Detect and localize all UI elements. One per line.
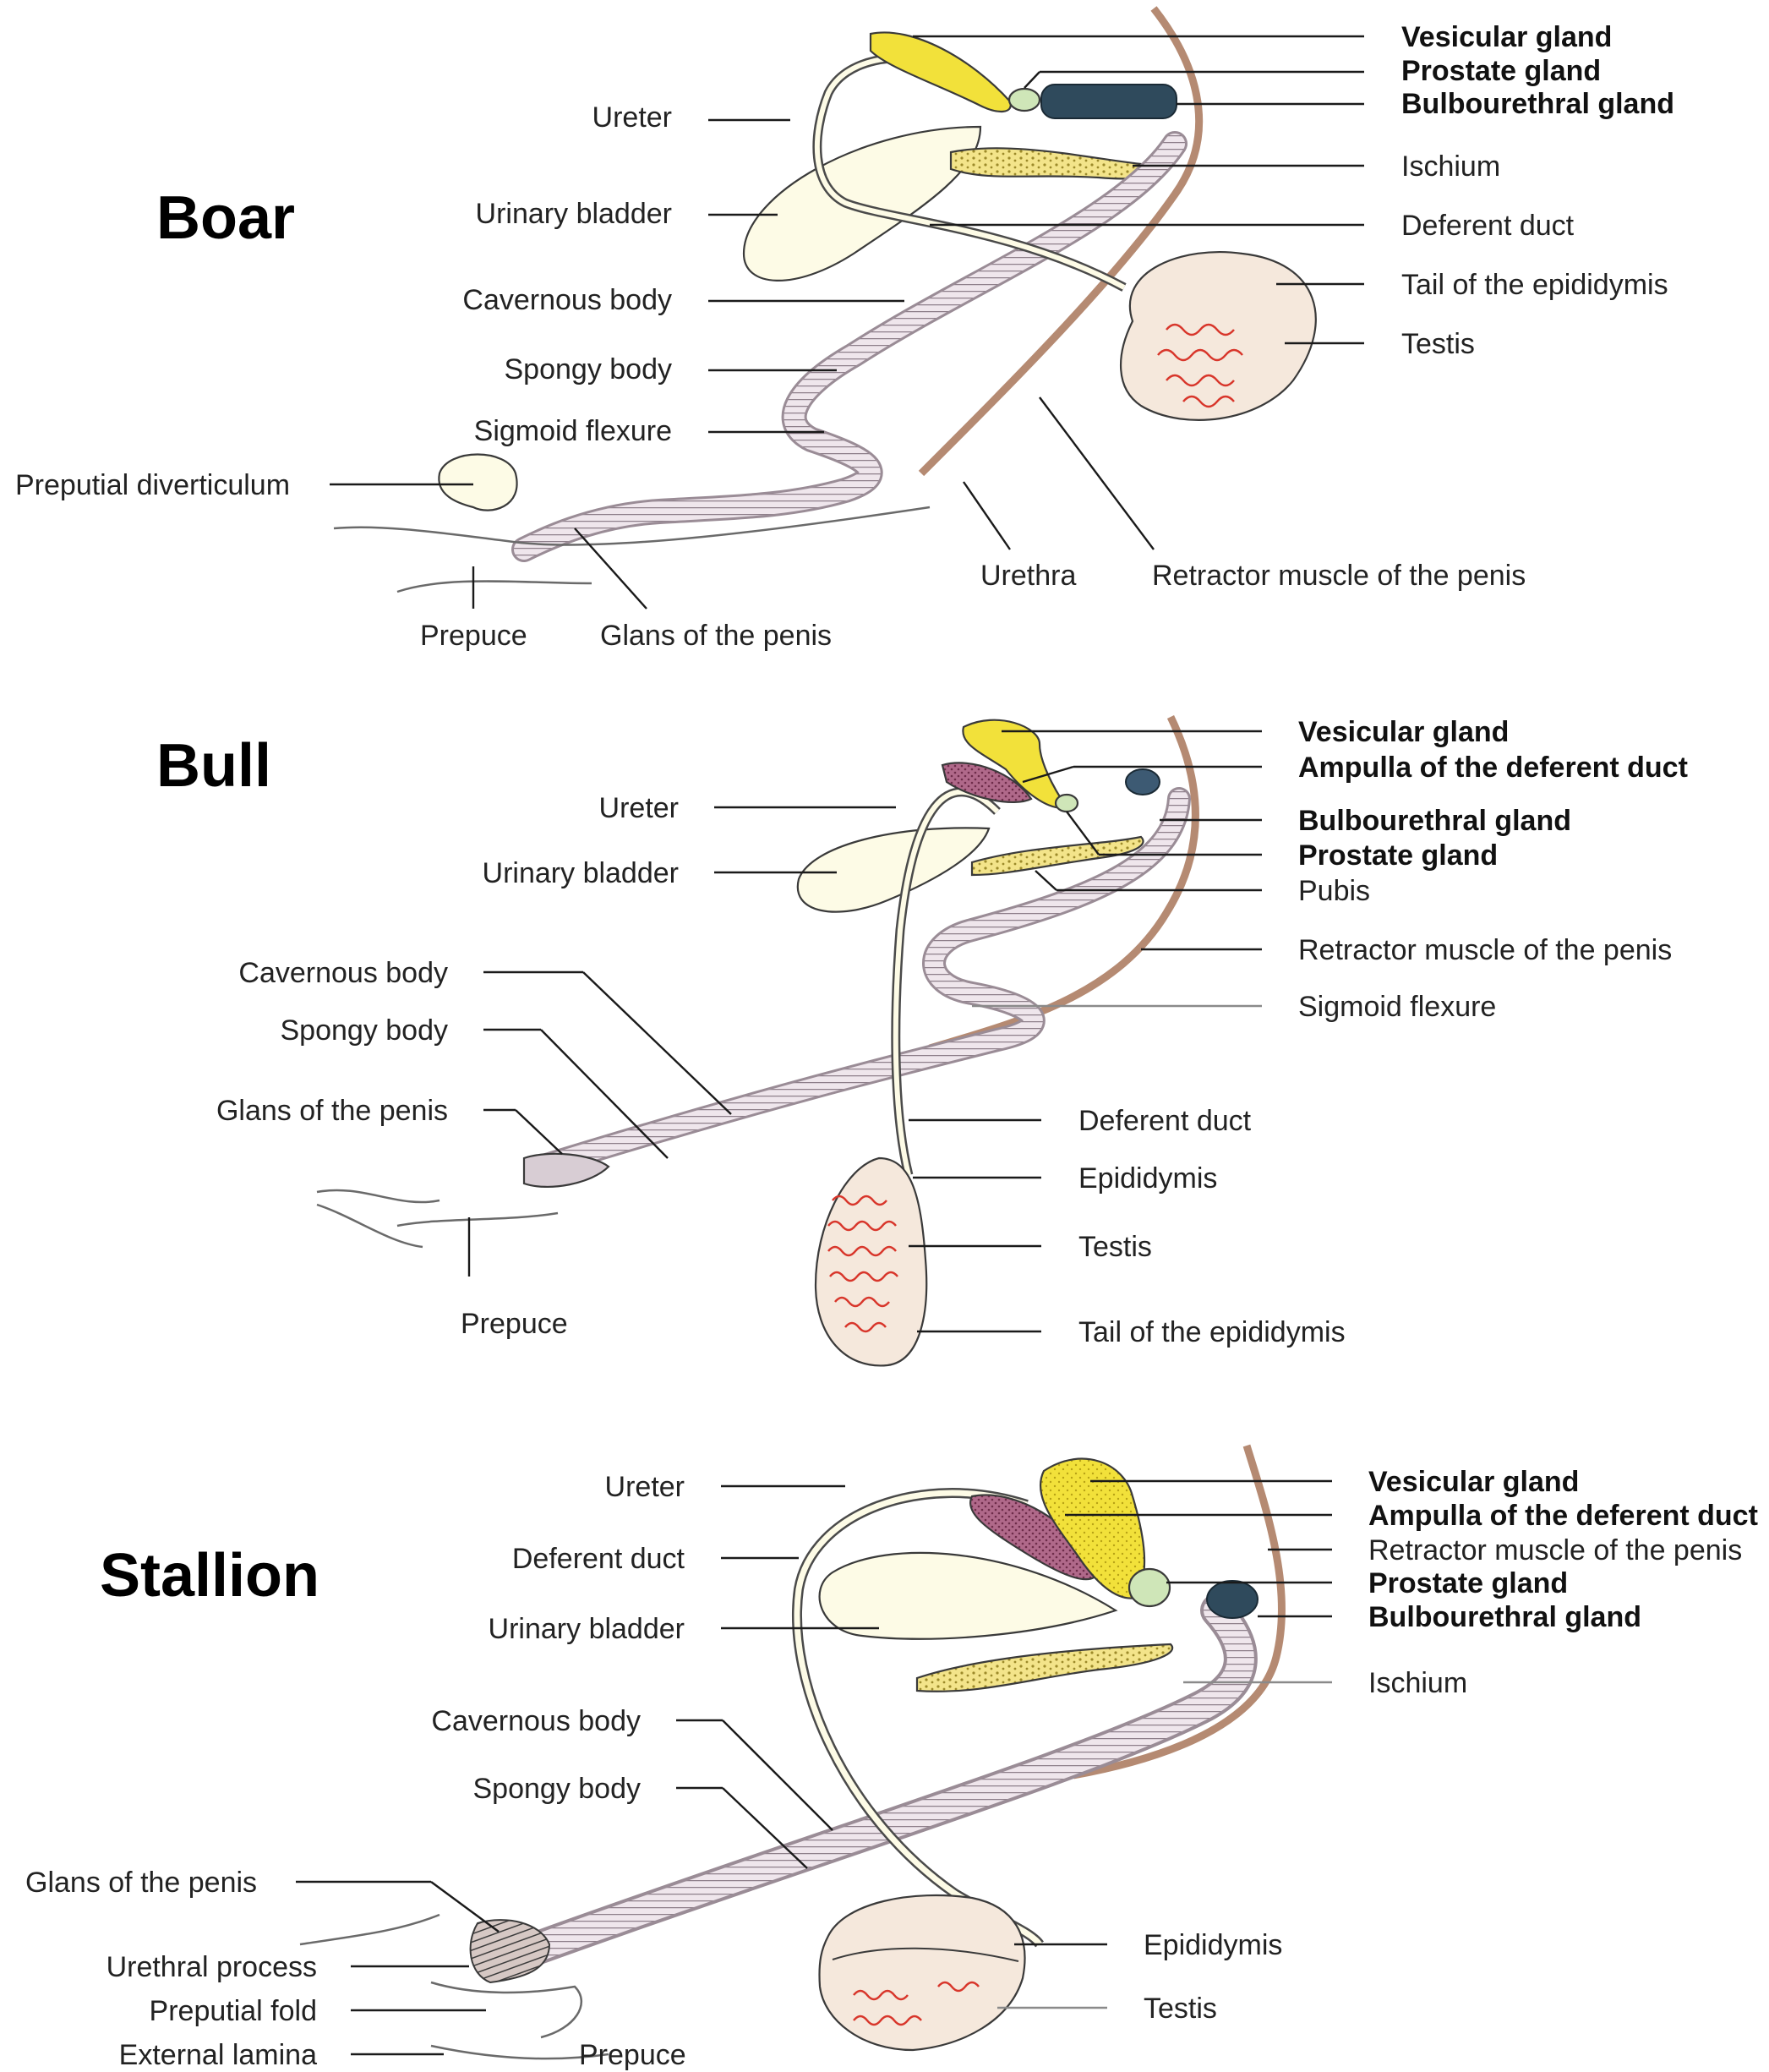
boar-bulbourethral-gland <box>1040 84 1177 119</box>
stallion-prepuce <box>299 1913 609 2060</box>
boar-label-ischium: Ischium <box>1401 150 1500 183</box>
bull-label-sigmoid-flexure: Sigmoid flexure <box>1298 991 1496 1023</box>
boar-ischium <box>949 147 1153 180</box>
stallion-prostate-gland <box>1127 1567 1171 1608</box>
bull-ampulla <box>941 762 1033 804</box>
stallion-testis <box>818 1894 1026 2052</box>
stallion-drawing <box>299 1444 1286 2060</box>
panel-boar: Boar <box>15 6 1674 652</box>
boar-testis <box>1119 251 1317 421</box>
boar-label-glans-of-penis: Glans of the penis <box>600 620 832 652</box>
boar-label-retractor-muscle: Retractor muscle of the penis <box>1152 560 1526 592</box>
stallion-label-epididymis: Epididymis <box>1144 1929 1282 1961</box>
bull-prepuce <box>316 1189 559 1249</box>
boar-label-cavernous-body: Cavernous body <box>462 284 672 316</box>
bull-label-prostate-gland: Prostate gland <box>1298 839 1498 872</box>
boar-prepuce <box>333 506 931 593</box>
bull-label-pubis: Pubis <box>1298 875 1370 907</box>
boar-preputial-diverticulum <box>438 453 518 511</box>
bull-label-retractor-muscle: Retractor muscle of the penis <box>1298 934 1672 966</box>
bull-prostate-gland <box>1054 793 1079 813</box>
stallion-label-bulbourethral-gland: Bulbourethral gland <box>1368 1601 1641 1633</box>
bull-label-ampulla: Ampulla of the deferent duct <box>1298 752 1688 784</box>
boar-label-bulbourethral-gland: Bulbourethral gland <box>1401 88 1674 120</box>
bull-urinary-bladder <box>796 827 991 913</box>
bull-label-spongy-body: Spongy body <box>281 1014 449 1047</box>
boar-vesicular-gland <box>869 31 1012 112</box>
panel-title-bull: Bull <box>156 732 271 800</box>
bull-testis <box>814 1156 928 1367</box>
boar-label-testis: Testis <box>1401 328 1475 360</box>
boar-label-preputial-diverticulum: Preputial diverticulum <box>15 469 290 501</box>
bull-drawing <box>316 715 1199 1367</box>
stallion-label-cavernous-body: Cavernous body <box>431 1705 641 1737</box>
boar-prostate-gland <box>1007 87 1041 112</box>
bull-pubis <box>970 835 1144 877</box>
stallion-label-ureter: Ureter <box>605 1471 685 1503</box>
panel-bull: Bull <box>156 715 1688 1367</box>
stallion-label-spongy-body: Spongy body <box>473 1773 642 1805</box>
bull-bulbourethral-gland <box>1125 768 1160 795</box>
bull-label-epididymis: Epididymis <box>1078 1162 1217 1195</box>
stallion-label-urinary-bladder: Urinary bladder <box>489 1613 685 1645</box>
bull-retractor-muscle <box>928 715 1199 1052</box>
stallion-label-prostate-gland: Prostate gland <box>1368 1567 1568 1599</box>
bull-label-deferent-duct: Deferent duct <box>1078 1105 1252 1137</box>
panel-title-boar: Boar <box>156 184 295 252</box>
stallion-label-preputial-fold: Preputial fold <box>150 1995 317 2027</box>
stallion-label-vesicular-gland: Vesicular gland <box>1368 1466 1579 1498</box>
bull-label-prepuce: Prepuce <box>461 1308 568 1340</box>
boar-label-prepuce: Prepuce <box>420 620 527 652</box>
bull-label-testis: Testis <box>1078 1231 1152 1263</box>
boar-drawing <box>333 6 1317 593</box>
boar-label-prostate-gland: Prostate gland <box>1401 55 1601 87</box>
boar-label-urethra: Urethra <box>980 560 1076 592</box>
stallion-urinary-bladder <box>818 1551 1118 1640</box>
bull-label-vesicular-gland: Vesicular gland <box>1298 716 1509 748</box>
bull-label-glans-of-penis: Glans of the penis <box>216 1095 448 1127</box>
boar-label-sigmoid-flexure: Sigmoid flexure <box>474 415 672 447</box>
boar-label-urinary-bladder: Urinary bladder <box>476 198 672 230</box>
panel-stallion: Stallion <box>25 1444 1758 2071</box>
stallion-label-testis: Testis <box>1144 1993 1217 2025</box>
stallion-label-external-lamina: External lamina <box>119 2039 317 2071</box>
stallion-label-ischium: Ischium <box>1368 1667 1467 1699</box>
stallion-label-retractor-muscle: Retractor muscle of the penis <box>1368 1534 1742 1566</box>
stallion-retractor-muscle <box>1073 1444 1286 1780</box>
boar-label-spongy-body: Spongy body <box>505 353 673 385</box>
panel-title-stallion: Stallion <box>100 1542 319 1610</box>
stallion-ampulla <box>969 1494 1100 1581</box>
stallion-bulbourethral-gland <box>1206 1580 1259 1619</box>
stallion-glans <box>469 1919 551 1984</box>
stallion-label-glans-of-penis: Glans of the penis <box>25 1867 257 1899</box>
boar-retractor-muscle <box>918 6 1204 477</box>
bull-label-tail-of-epididymis: Tail of the epididymis <box>1078 1316 1346 1348</box>
boar-label-deferent-duct: Deferent duct <box>1401 210 1575 242</box>
boar-label-vesicular-gland: Vesicular gland <box>1401 21 1612 53</box>
stallion-ischium <box>915 1643 1174 1692</box>
boar-label-tail-of-epididymis: Tail of the epididymis <box>1401 269 1668 301</box>
stallion-label-urethral-process: Urethral process <box>106 1951 317 1983</box>
boar-label-ureter: Ureter <box>592 101 672 134</box>
bull-label-ureter: Ureter <box>599 792 679 824</box>
bull-label-cavernous-body: Cavernous body <box>238 957 448 989</box>
stallion-label-ampulla: Ampulla of the deferent duct <box>1368 1500 1758 1532</box>
bull-label-bulbourethral-gland: Bulbourethral gland <box>1298 805 1571 837</box>
bull-label-urinary-bladder: Urinary bladder <box>483 857 679 889</box>
stallion-label-deferent-duct: Deferent duct <box>512 1543 685 1575</box>
stallion-label-prepuce: Prepuce <box>579 2039 686 2071</box>
bull-glans <box>522 1152 610 1189</box>
